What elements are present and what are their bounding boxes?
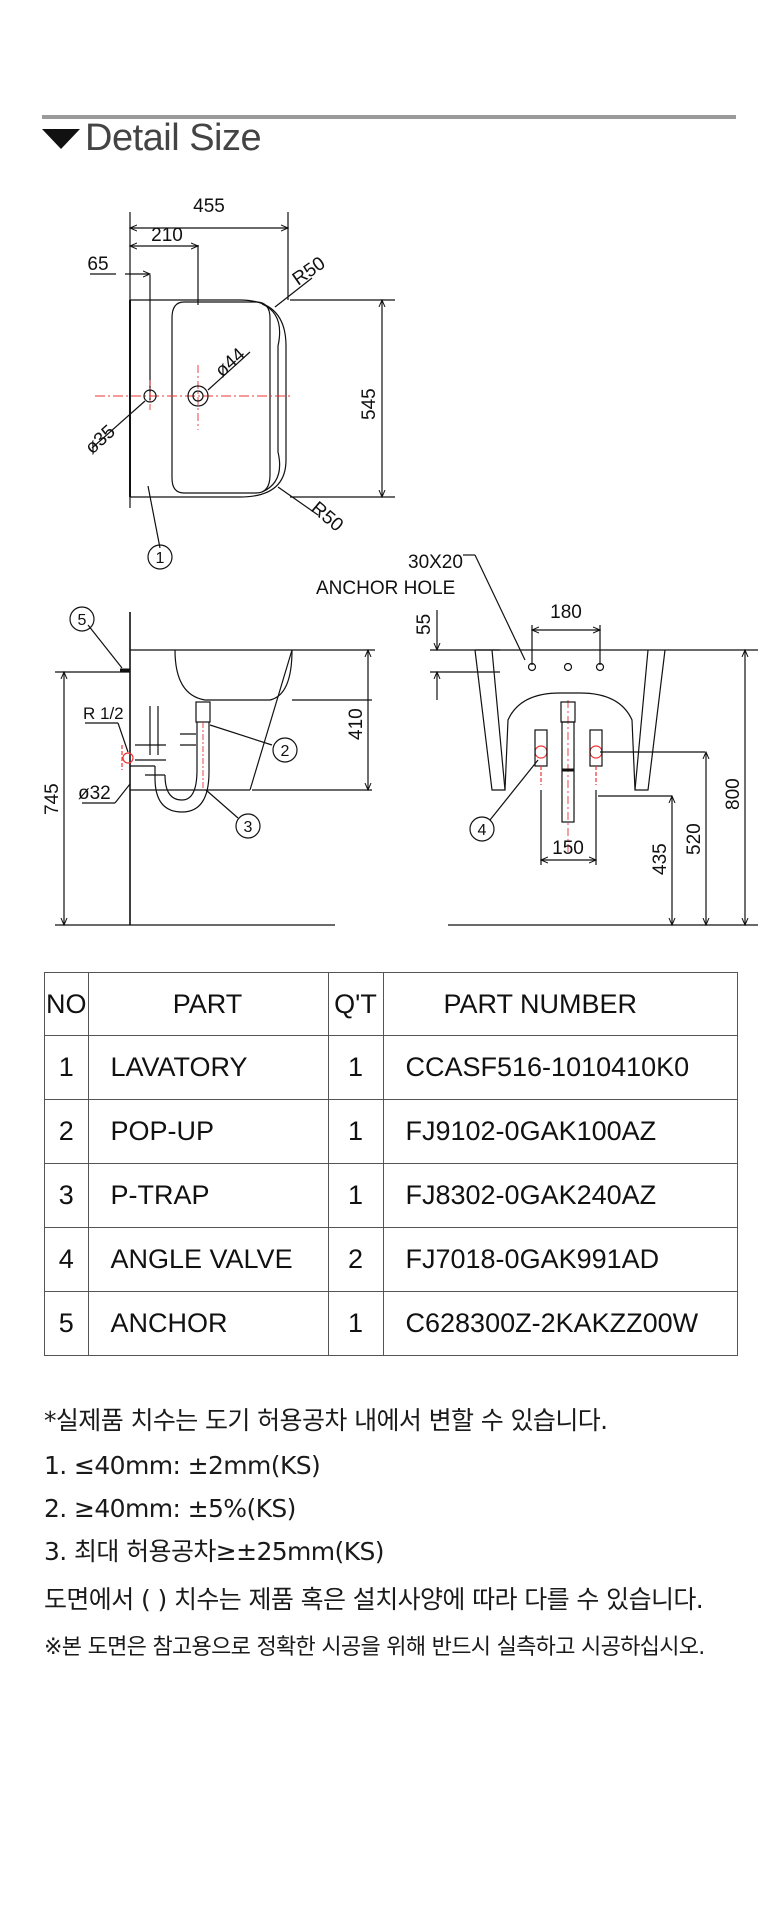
dim-55: 55 bbox=[414, 614, 435, 635]
dim-r12: R 1/2 bbox=[83, 704, 124, 723]
callout-circle-5 bbox=[69, 606, 95, 632]
callout-5: 5 bbox=[78, 612, 87, 629]
cell-part-number: FJ9102-0GAK100AZ bbox=[382, 1099, 738, 1164]
table-row: 2 POP-UP 1 FJ9102-0GAK100AZ bbox=[44, 1099, 738, 1164]
dim-520: 520 bbox=[684, 823, 705, 855]
cell-part-number: FJ7018-0GAK991AD bbox=[382, 1227, 738, 1292]
cell-no: 4 bbox=[44, 1227, 89, 1292]
triangle-down-icon bbox=[42, 129, 80, 149]
cell-qt: 1 bbox=[327, 1291, 384, 1356]
header-no: NO bbox=[44, 972, 89, 1036]
table-row: 3 P-TRAP 1 FJ8302-0GAK240AZ bbox=[44, 1163, 738, 1228]
header-part-number: PART NUMBER bbox=[382, 972, 738, 1036]
dim-210: 210 bbox=[151, 225, 183, 246]
dim-745: 745 bbox=[42, 783, 63, 815]
tolerance-note: *실제품 치수는 도기 허용공차 내에서 변할 수 있습니다. bbox=[44, 1406, 608, 1435]
callout-1: 1 bbox=[156, 550, 165, 567]
table-row: 1 LAVATORY 1 CCASF516-1010410K0 bbox=[44, 1035, 738, 1100]
header-qt: Q'T bbox=[327, 972, 384, 1036]
dim-180: 180 bbox=[550, 602, 582, 623]
cell-part: ANCHOR bbox=[87, 1291, 329, 1356]
dim-d32: ø32 bbox=[78, 783, 111, 804]
dim-435: 435 bbox=[650, 843, 671, 875]
side-view bbox=[55, 606, 375, 925]
top-view bbox=[90, 212, 395, 570]
callout-circle-1 bbox=[147, 544, 173, 570]
section-divider bbox=[42, 115, 736, 119]
tolerance-rule-2: 2. ≥40mm: ±5%(KS) bbox=[44, 1494, 296, 1523]
dim-455: 455 bbox=[193, 196, 225, 217]
cell-part-number: CCASF516-1010410K0 bbox=[382, 1035, 738, 1100]
side-view-labels: 5 R 1/2 ø32 2 3 410 745 bbox=[42, 612, 367, 836]
section-title: Detail Size bbox=[85, 116, 262, 159]
dim-d44: ø44 bbox=[211, 344, 250, 382]
cell-part-number: C628300Z-2KAKZZ00W bbox=[382, 1291, 738, 1356]
cell-no: 5 bbox=[44, 1291, 89, 1356]
technical-drawing: 455 210 65 R50 R50 ø44 ø35 545 1 bbox=[42, 196, 758, 960]
parts-table: NO PART Q'T PART NUMBER 1 LAVATORY 1 CCA… bbox=[44, 972, 738, 1356]
cell-part: LAVATORY bbox=[87, 1035, 329, 1100]
cell-part-number: FJ8302-0GAK240AZ bbox=[382, 1163, 738, 1228]
top-view-labels: 455 210 65 R50 R50 ø44 ø35 545 1 bbox=[81, 196, 380, 567]
cell-qt: 1 bbox=[327, 1099, 384, 1164]
dim-410: 410 bbox=[346, 708, 367, 740]
callout-circle-4 bbox=[469, 816, 495, 842]
cell-qt: 2 bbox=[327, 1227, 384, 1292]
section-header: Detail Size bbox=[42, 116, 262, 160]
dim-r50-bottom: R50 bbox=[307, 498, 347, 536]
anchor-size: 30X20 bbox=[408, 552, 463, 573]
cell-qt: 1 bbox=[327, 1163, 384, 1228]
cell-part: ANGLE VALVE bbox=[87, 1227, 329, 1292]
cell-no: 3 bbox=[44, 1163, 89, 1228]
dim-800: 800 bbox=[723, 778, 744, 810]
anchor-hole-label: ANCHOR HOLE bbox=[316, 578, 455, 599]
callout-3: 3 bbox=[244, 819, 253, 836]
tolerance-rule-1: 1. ≤40mm: ±2mm(KS) bbox=[44, 1451, 321, 1480]
front-view bbox=[430, 554, 758, 925]
cell-part: P-TRAP bbox=[87, 1163, 329, 1228]
table-row: 5 ANCHOR 1 C628300Z-2KAKZZ00W bbox=[44, 1291, 738, 1356]
cell-no: 2 bbox=[44, 1099, 89, 1164]
tolerance-rule-3: 3. 최대 허용공차≥±25mm(KS) bbox=[44, 1537, 385, 1566]
front-view-labels: 30X20 ANCHOR HOLE 55 180 4 150 800 520 4… bbox=[316, 552, 744, 875]
cell-qt: 1 bbox=[327, 1035, 384, 1100]
callout-2: 2 bbox=[281, 743, 290, 760]
cell-part: POP-UP bbox=[87, 1099, 329, 1164]
dim-65: 65 bbox=[87, 254, 108, 275]
table-header-row: NO PART Q'T PART NUMBER bbox=[44, 972, 738, 1036]
table-row: 4 ANGLE VALVE 2 FJ7018-0GAK991AD bbox=[44, 1227, 738, 1292]
notes: *실제품 치수는 도기 허용공차 내에서 변할 수 있습니다. 1. ≤40mm… bbox=[44, 1405, 744, 1664]
reference-note: ※본 도면은 참고용으로 정확한 시공을 위해 반드시 실측하고 시공하십시오. bbox=[44, 1635, 705, 1660]
dim-545: 545 bbox=[359, 388, 380, 420]
rim-curve bbox=[261, 303, 281, 493]
callout-circle-3 bbox=[235, 813, 261, 839]
callout-circle-2 bbox=[272, 737, 298, 763]
dim-r50-top: R50 bbox=[289, 253, 330, 290]
cell-no: 1 bbox=[44, 1035, 89, 1100]
header-part: PART bbox=[87, 972, 329, 1036]
callout-4: 4 bbox=[478, 822, 487, 839]
dim-150: 150 bbox=[552, 838, 584, 859]
bowl-outline bbox=[171, 301, 271, 494]
dimension-note: 도면에서 ( ) 치수는 제품 혹은 설치사양에 따라 다를 수 있습니다. bbox=[44, 1585, 704, 1614]
dim-d35: ø35 bbox=[81, 421, 119, 459]
